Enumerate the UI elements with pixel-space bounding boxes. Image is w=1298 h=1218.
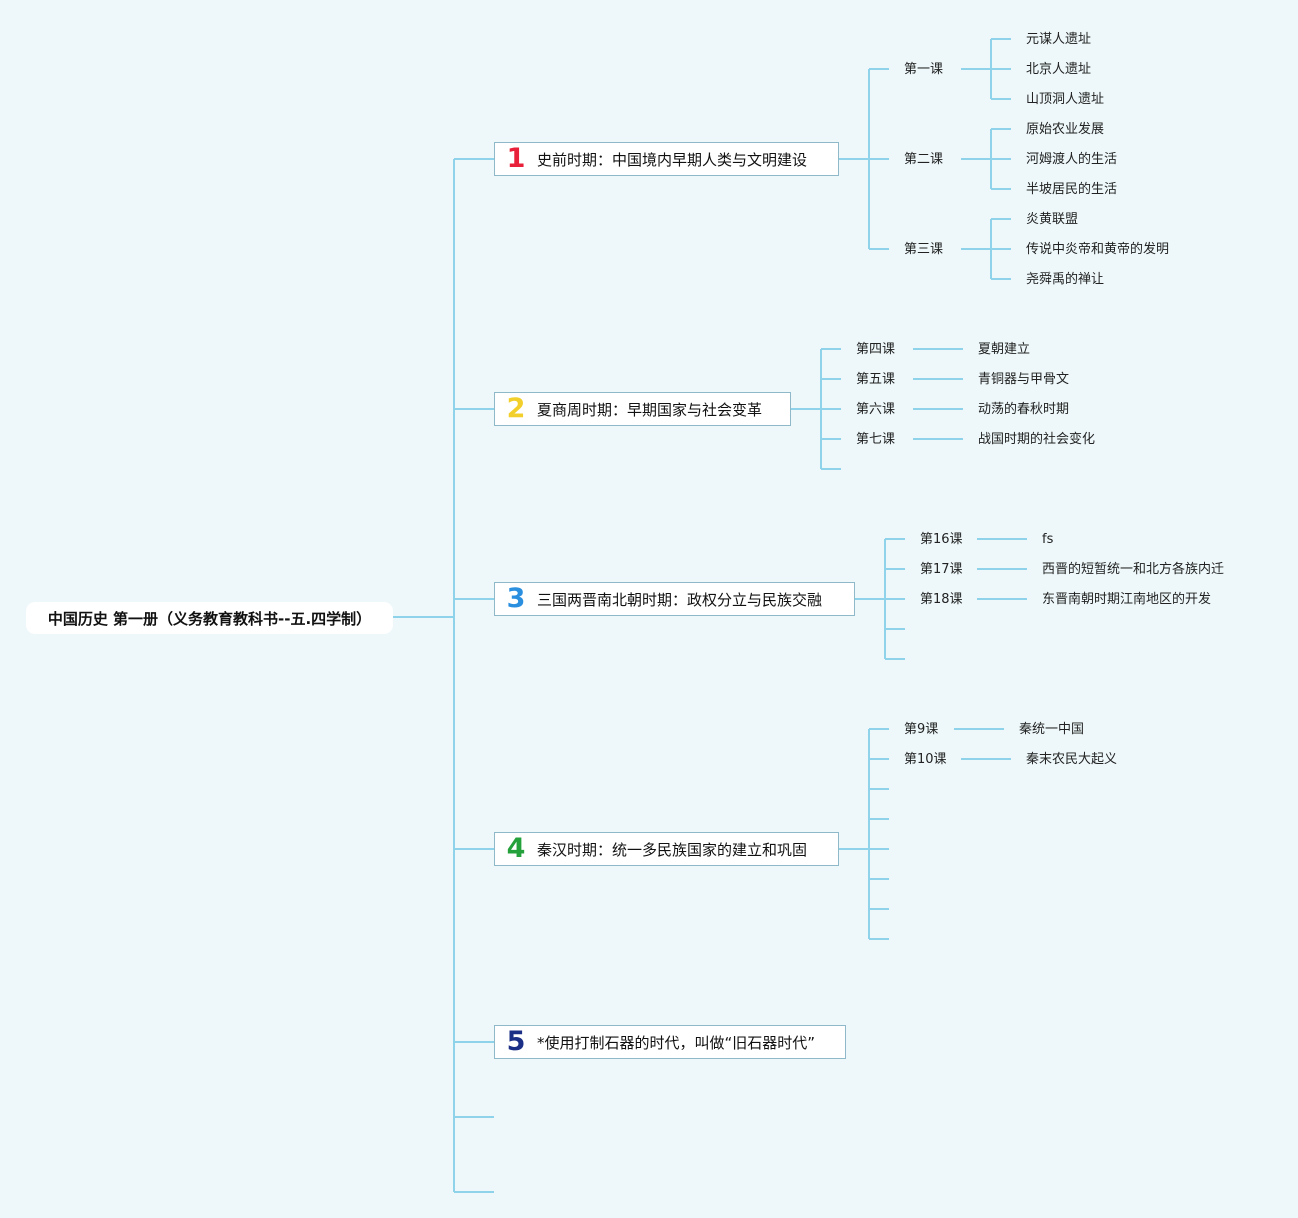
lesson-6[interactable]: 第六课 bbox=[856, 402, 896, 417]
lesson-17[interactable]: 第17课 bbox=[920, 562, 963, 577]
lesson-item[interactable]: 原始农业发展 bbox=[1026, 122, 1105, 137]
lesson-item[interactable]: 青铜器与甲骨文 bbox=[978, 372, 1070, 387]
lesson-item[interactable]: 动荡的春秋时期 bbox=[978, 402, 1070, 417]
lesson-item[interactable]: 秦末农民大起义 bbox=[1026, 752, 1118, 767]
lesson-item[interactable]: 东晋南朝时期江南地区的开发 bbox=[1042, 592, 1212, 607]
topic-2-title: 夏商周时期：早期国家与社会变革 bbox=[537, 400, 763, 419]
lesson-7[interactable]: 第七课 bbox=[856, 432, 896, 447]
lesson-item[interactable]: 北京人遗址 bbox=[1026, 62, 1092, 77]
lesson-1[interactable]: 第一课 bbox=[904, 62, 944, 77]
root-label: 中国历史 第一册（义务教育教科书--五.四学制） bbox=[47, 609, 372, 628]
topic-4-number: 4 bbox=[506, 833, 526, 864]
lesson-2[interactable]: 第二课 bbox=[904, 152, 944, 167]
lesson-item[interactable]: 元谋人遗址 bbox=[1026, 32, 1092, 47]
lesson-item[interactable]: 山顶洞人遗址 bbox=[1026, 92, 1105, 107]
lesson-item[interactable]: 尧舜禹的禅让 bbox=[1026, 272, 1105, 287]
lesson-item[interactable]: 半坡居民的生活 bbox=[1026, 182, 1118, 197]
topic-2-number: 2 bbox=[506, 393, 526, 424]
topic-3-title: 三国两晋南北朝时期：政权分立与民族交融 bbox=[537, 590, 823, 609]
lesson-18[interactable]: 第18课 bbox=[920, 592, 963, 607]
topic-5-number: 5 bbox=[506, 1026, 526, 1057]
lesson-item[interactable]: 夏朝建立 bbox=[978, 342, 1031, 357]
lesson-item[interactable]: 西晋的短暂统一和北方各族内迁 bbox=[1042, 562, 1225, 577]
topic-3-node[interactable]: 3 三国两晋南北朝时期：政权分立与民族交融 bbox=[494, 582, 855, 616]
lesson-item[interactable]: 战国时期的社会变化 bbox=[978, 432, 1096, 447]
root-node[interactable]: 中国历史 第一册（义务教育教科书--五.四学制） bbox=[26, 602, 393, 634]
lesson-item[interactable]: 秦统一中国 bbox=[1019, 722, 1085, 737]
lesson-10[interactable]: 第10课 bbox=[904, 752, 947, 767]
topic-4-title: 秦汉时期：统一多民族国家的建立和巩固 bbox=[537, 840, 808, 859]
topic-2-node[interactable]: 2 夏商周时期：早期国家与社会变革 bbox=[494, 392, 791, 426]
lesson-3[interactable]: 第三课 bbox=[904, 242, 944, 257]
lesson-16[interactable]: 第16课 bbox=[920, 532, 963, 547]
lesson-item[interactable]: 炎黄联盟 bbox=[1026, 212, 1079, 227]
topic-1-number: 1 bbox=[506, 143, 526, 174]
topic-5-node[interactable]: 5 *使用打制石器的时代，叫做“旧石器时代” bbox=[494, 1025, 846, 1059]
lesson-item[interactable]: 传说中炎帝和黄帝的发明 bbox=[1026, 242, 1170, 257]
lesson-9[interactable]: 第9课 bbox=[904, 722, 939, 737]
topic-5-title: *使用打制石器的时代，叫做“旧石器时代” bbox=[537, 1033, 816, 1052]
topic-4-node[interactable]: 4 秦汉时期：统一多民族国家的建立和巩固 bbox=[494, 832, 839, 866]
lesson-item[interactable]: 河姆渡人的生活 bbox=[1026, 152, 1118, 167]
topic-3-number: 3 bbox=[506, 583, 526, 614]
topic-1-title: 史前时期：中国境内早期人类与文明建设 bbox=[537, 150, 808, 169]
topic-1-node[interactable]: 1 史前时期：中国境内早期人类与文明建设 bbox=[494, 142, 839, 176]
lesson-item[interactable]: fs bbox=[1042, 532, 1054, 547]
lesson-4[interactable]: 第四课 bbox=[856, 342, 896, 357]
lesson-5[interactable]: 第五课 bbox=[856, 372, 896, 387]
